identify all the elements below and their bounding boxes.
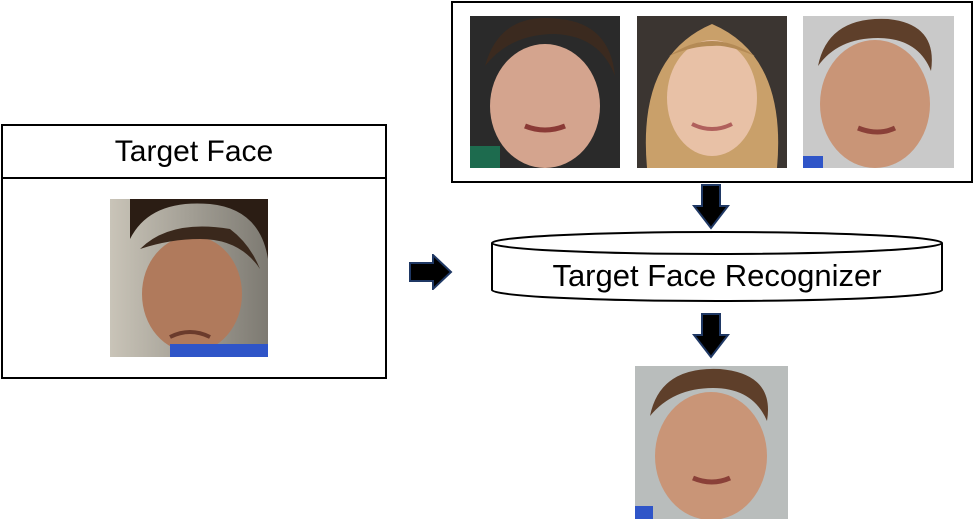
gallery-face-2 [637,16,787,168]
target-face-title: Target Face [3,126,385,179]
recognizer-cylinder [491,231,943,302]
gallery-face-3 [803,16,954,168]
gallery-box [451,1,973,183]
target-face-panel: Target Face [1,124,387,379]
target-face-photo [110,199,268,357]
result-face-photo [635,366,788,519]
right-arrow-icon [409,254,453,290]
recognizer-label: Target Face Recognizer [552,257,882,293]
down-arrow-icon [692,313,730,359]
gallery-face-1 [470,16,620,168]
down-arrow-icon [692,184,730,230]
